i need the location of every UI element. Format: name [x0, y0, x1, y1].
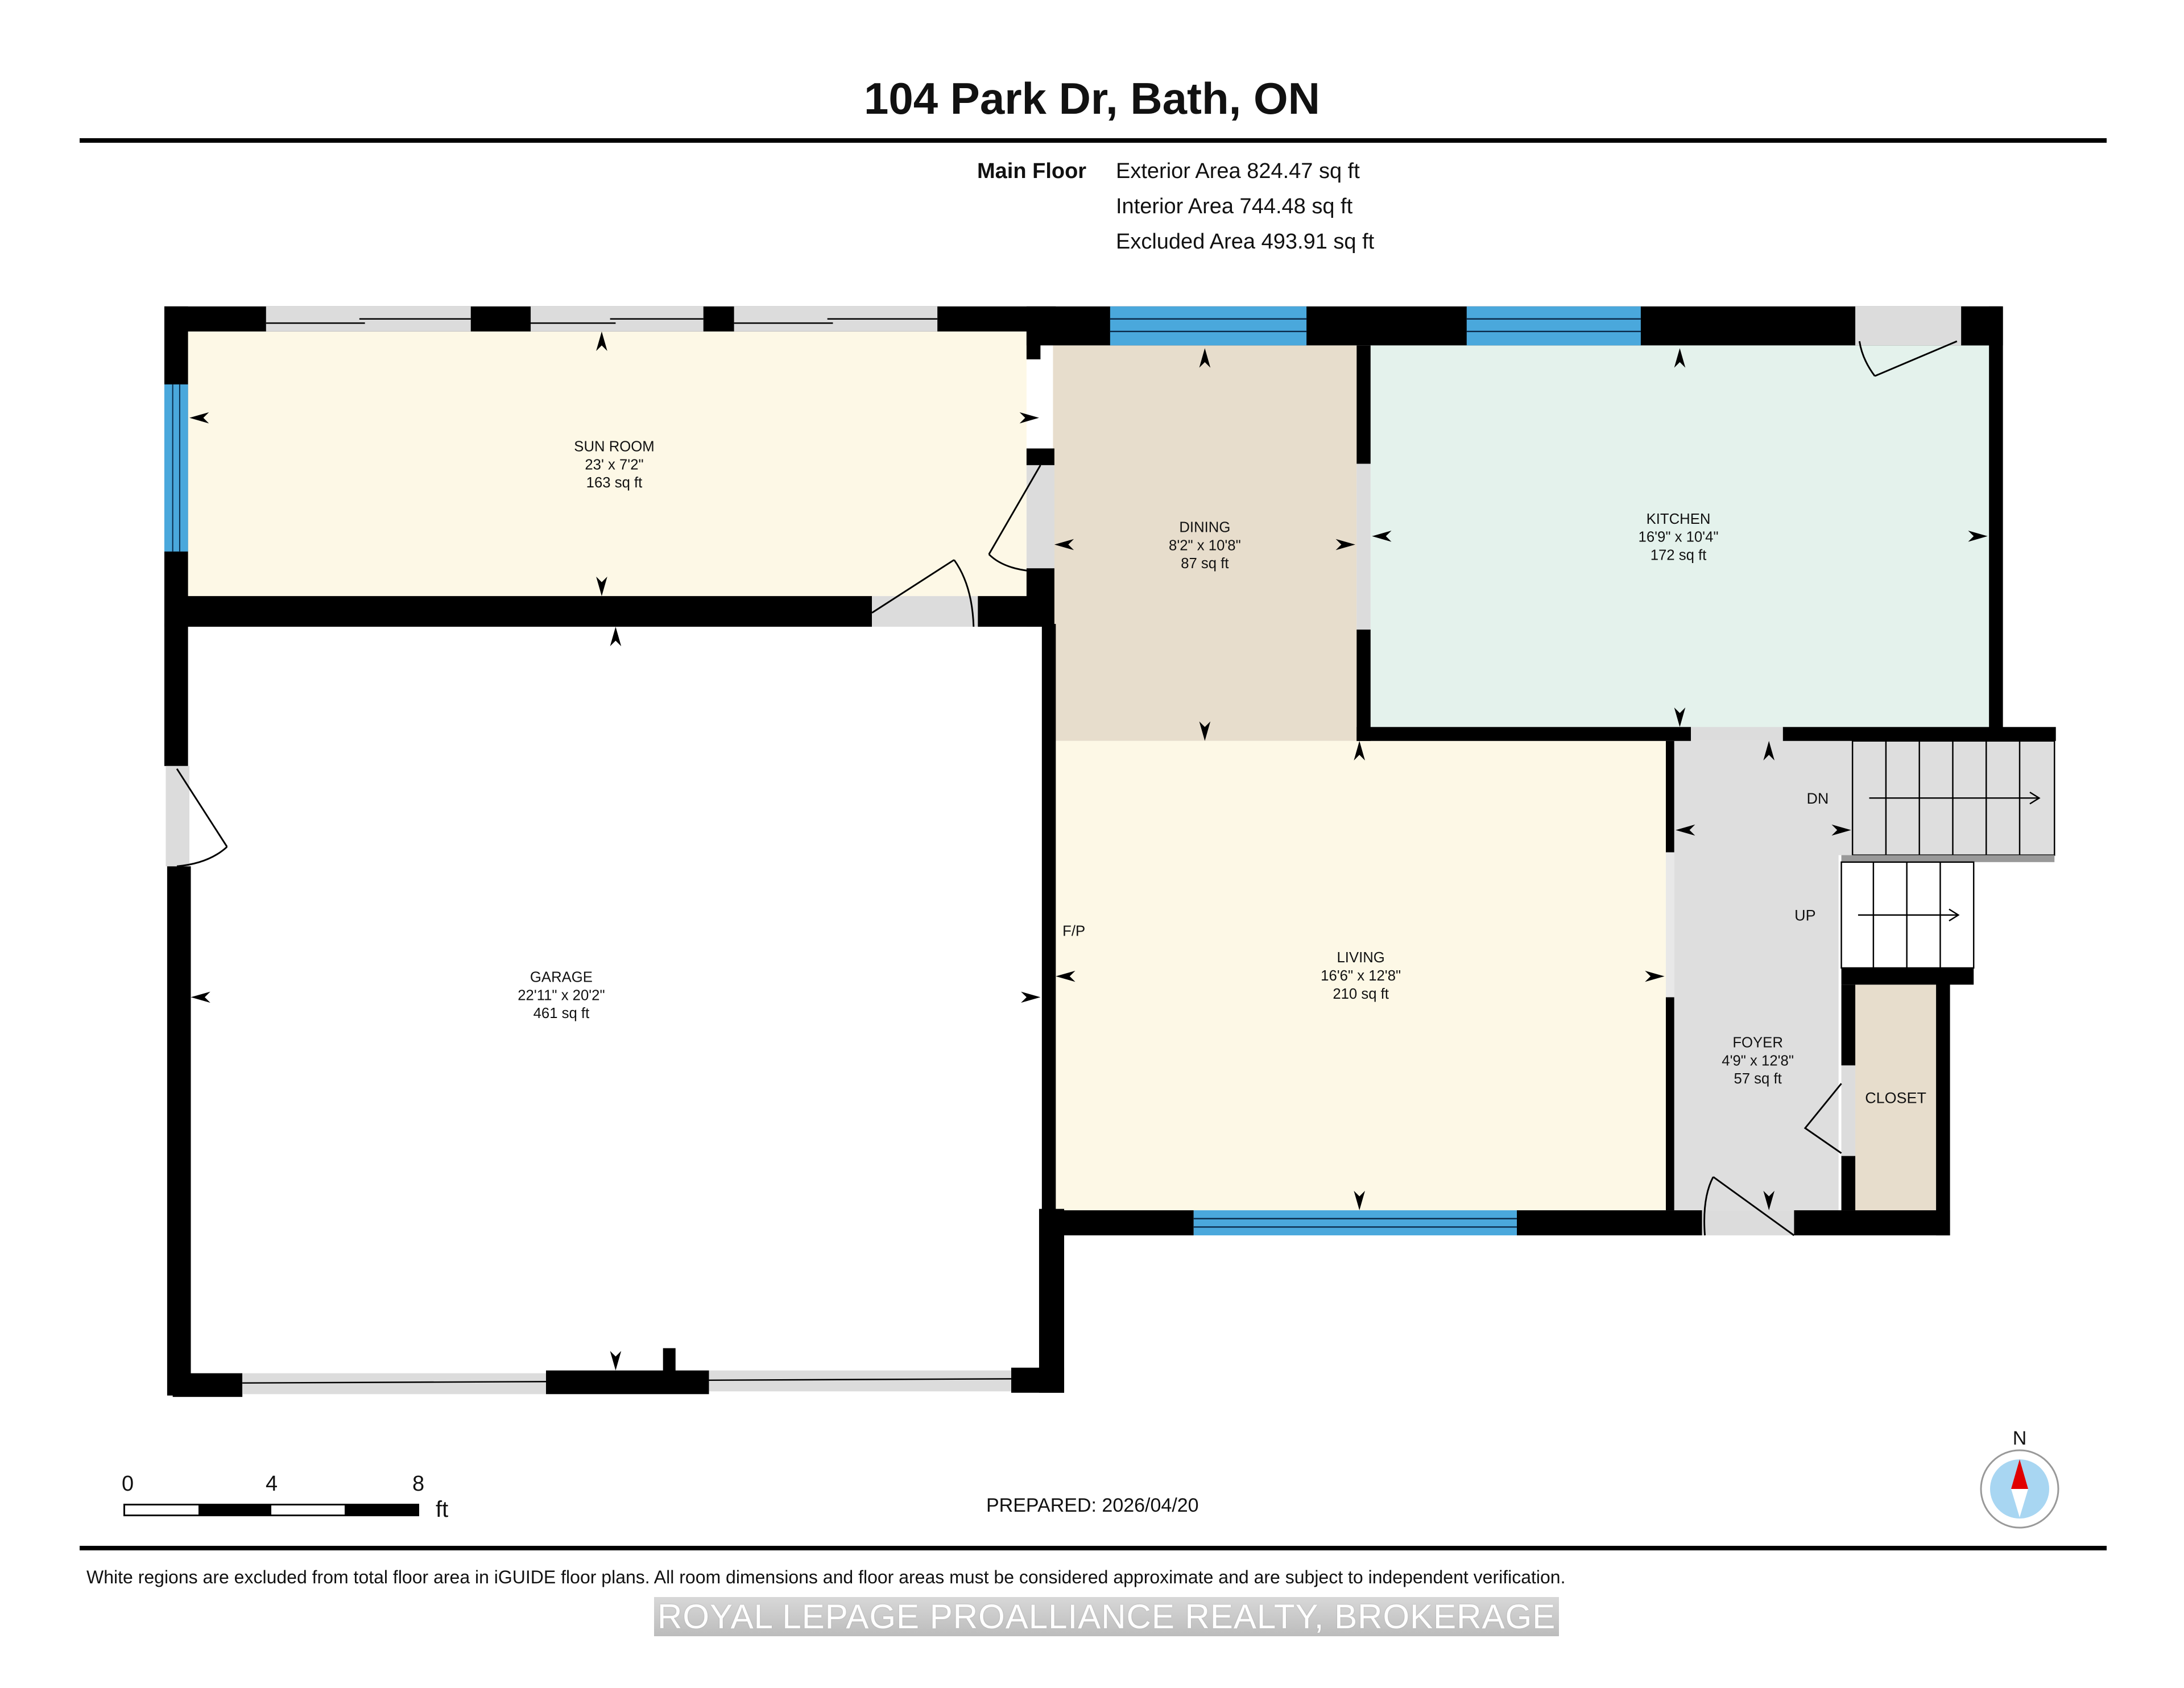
- svg-text:CLOSET: CLOSET: [1865, 1089, 1926, 1106]
- room-label-foyer: FOYER 4'9" x 12'8" 57 sq ft: [1722, 1035, 1794, 1087]
- windows: [164, 306, 1641, 1236]
- page-title: 104 Park Dr, Bath, ON: [863, 73, 1320, 123]
- foyer-stair-gap-fill: [1674, 740, 1853, 855]
- svg-text:16'9" x 10'4": 16'9" x 10'4": [1639, 529, 1719, 545]
- scale-label-0: 0: [122, 1472, 134, 1496]
- prepared-date: PREPARED: 2026/04/20: [986, 1495, 1199, 1516]
- window-sun-room-left: [164, 384, 188, 552]
- room-label-garage: GARAGE 22'11" x 20'2" 461 sq ft: [518, 969, 605, 1021]
- dining-fill: [1053, 345, 1357, 741]
- svg-text:8'2" x 10'8": 8'2" x 10'8": [1169, 537, 1241, 553]
- doors: [166, 306, 1962, 1236]
- scale-unit: ft: [436, 1497, 449, 1522]
- room-label-kitchen: KITCHEN 16'9" x 10'4" 172 sq ft: [1639, 511, 1719, 564]
- door-living-foyer-opening: [1665, 852, 1674, 998]
- svg-text:GARAGE: GARAGE: [530, 969, 593, 985]
- svg-text:22'11" x 20'2": 22'11" x 20'2": [518, 987, 605, 1003]
- header-divider: [80, 138, 2107, 143]
- garage-door-right: [709, 1370, 1011, 1392]
- door-sun-room-garage: [871, 559, 978, 627]
- north-label: N: [2012, 1428, 2027, 1449]
- window-living: [1193, 1210, 1517, 1236]
- door-kitchen-exterior: [1855, 306, 1962, 377]
- svg-text:87 sq ft: 87 sq ft: [1181, 556, 1228, 572]
- fireplace-label: F/P: [1062, 924, 1085, 940]
- room-label-sun-room: SUN ROOM 23' x 7'2" 163 sq ft: [574, 438, 654, 491]
- svg-text:SUN ROOM: SUN ROOM: [574, 438, 654, 454]
- door-foyer-exterior: [1702, 1176, 1795, 1236]
- door-garage-side: [166, 766, 228, 867]
- svg-text:57 sq ft: 57 sq ft: [1734, 1071, 1781, 1087]
- svg-text:DINING: DINING: [1179, 519, 1230, 535]
- living-fill: [1053, 740, 1666, 1211]
- compass-icon: [1980, 1449, 2059, 1529]
- exterior-area: Exterior Area 824.47 sq ft: [1116, 159, 1360, 183]
- door-kitchen-foyer-opening: [1691, 727, 1783, 741]
- svg-text:FOYER: FOYER: [1732, 1035, 1783, 1051]
- svg-text:172 sq ft: 172 sq ft: [1651, 547, 1707, 563]
- sun-room-slider-1: [266, 306, 471, 332]
- disclaimer: White regions are excluded from total fl…: [86, 1567, 1566, 1587]
- svg-text:163 sq ft: 163 sq ft: [586, 475, 643, 491]
- door-sun-room-dining: [988, 465, 1054, 572]
- stairs-up: [1840, 861, 1975, 969]
- scale-bar: [123, 1504, 419, 1516]
- sliding-panels: [242, 306, 1011, 1395]
- dimension-arrows: [189, 331, 1988, 1371]
- sun-room-slider-3: [734, 306, 938, 332]
- room-label-dining: DINING 8'2" x 10'8" 87 sq ft: [1169, 519, 1241, 572]
- sun-room-slider-2: [531, 306, 704, 332]
- interior-area: Interior Area 744.48 sq ft: [1116, 195, 1353, 218]
- svg-text:4'9" x 12'8": 4'9" x 12'8": [1722, 1053, 1794, 1069]
- compass: N: [1977, 1428, 2062, 1530]
- svg-text:16'6" x 12'8": 16'6" x 12'8": [1321, 968, 1401, 984]
- window-kitchen: [1466, 306, 1641, 346]
- svg-text:KITCHEN: KITCHEN: [1647, 511, 1711, 527]
- svg-text:23' x 7'2": 23' x 7'2": [585, 457, 643, 473]
- door-closet: [1804, 1065, 1856, 1156]
- excluded-area: Excluded Area 493.91 sq ft: [1116, 230, 1375, 254]
- scale-label-8: 8: [412, 1472, 425, 1496]
- svg-text:LIVING: LIVING: [1337, 950, 1385, 966]
- brokerage-watermark: ROYAL LEPAGE PROALLIANCE REALTY, BROKERA…: [654, 1597, 1560, 1636]
- room-label-living: LIVING 16'6" x 12'8" 210 sq ft: [1321, 950, 1401, 1002]
- room-label-closet: CLOSET: [1865, 1089, 1926, 1106]
- stairs-down: [1841, 740, 2055, 862]
- floor-label: Main Floor: [977, 159, 1087, 183]
- svg-text:461 sq ft: 461 sq ft: [533, 1006, 590, 1021]
- garage-fill: [187, 624, 1042, 1373]
- area-list: Exterior Area 824.47 sq ft Interior Area…: [1116, 154, 1374, 259]
- kitchen-fill: [1370, 345, 1989, 729]
- footer-divider: [80, 1546, 2107, 1550]
- stairs-down-label: DN: [1806, 790, 1829, 807]
- garage-door-left: [242, 1373, 547, 1395]
- stairs-up-label: UP: [1794, 907, 1815, 924]
- window-dining: [1110, 306, 1307, 346]
- door-dining-kitchen-opening: [1356, 464, 1371, 630]
- scale-label-4: 4: [266, 1472, 278, 1496]
- svg-text:210 sq ft: 210 sq ft: [1333, 986, 1389, 1002]
- sun-room-fill: [188, 331, 1027, 597]
- closet-fill: [1855, 984, 1937, 1211]
